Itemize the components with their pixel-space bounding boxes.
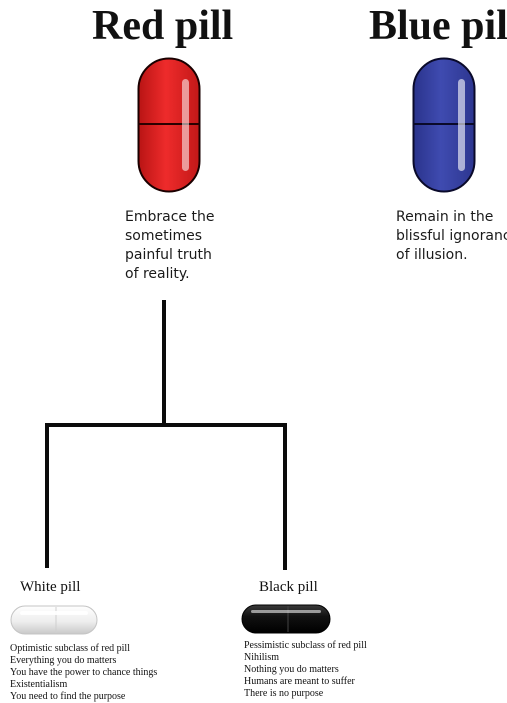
black-item-5: There is no purpose xyxy=(244,688,324,699)
black-item-1: Pessimistic subclass of red pill xyxy=(244,640,367,651)
black-item-2: Nihilism xyxy=(244,652,280,663)
blue-desc-line-3: of illusion. xyxy=(396,247,468,263)
blue-pill-description: Remain in the blissful ignorance of illu… xyxy=(396,208,507,265)
red-pill-heading: Red pill xyxy=(92,3,234,49)
red-desc-line-3: painful truth xyxy=(125,247,212,263)
white-item-1: Optimistic subclass of red pill xyxy=(10,643,130,654)
black-pill-title: Black pill xyxy=(259,579,318,595)
blue-desc-line-2: blissful ignorance xyxy=(396,228,507,244)
blue-capsule-image xyxy=(412,57,476,193)
black-item-3: Nothing you do matters xyxy=(244,664,339,675)
tree-right-drop-line xyxy=(283,423,287,570)
red-desc-line-4: of reality. xyxy=(125,266,190,282)
red-desc-line-2: sometimes xyxy=(125,228,203,244)
red-desc-line-1: Embrace the xyxy=(125,209,215,225)
red-pill-description: Embrace the sometimes painful truth of r… xyxy=(125,208,214,284)
white-pill-title: White pill xyxy=(20,579,81,595)
white-item-5: You need to find the purpose xyxy=(10,691,126,702)
tree-branch-line xyxy=(45,423,287,427)
white-item-2: Everything you do matters xyxy=(10,655,117,666)
white-item-3: You have the power to chance things xyxy=(10,667,158,678)
red-capsule-image xyxy=(137,57,201,193)
blue-pill-heading: Blue pil xyxy=(369,3,507,49)
tree-trunk-line xyxy=(162,300,166,425)
black-pill-list: Pessimistic subclass of red pill Nihilis… xyxy=(244,640,367,700)
white-pill-list: Optimistic subclass of red pill Everythi… xyxy=(10,643,157,703)
tree-left-drop-line xyxy=(45,423,49,568)
white-capsule-image xyxy=(10,605,98,635)
black-item-4: Humans are meant to suffer xyxy=(244,676,355,687)
blue-desc-line-1: Remain in the xyxy=(396,209,494,225)
black-capsule-image xyxy=(241,604,331,634)
white-item-4: Existentialism xyxy=(10,679,68,690)
